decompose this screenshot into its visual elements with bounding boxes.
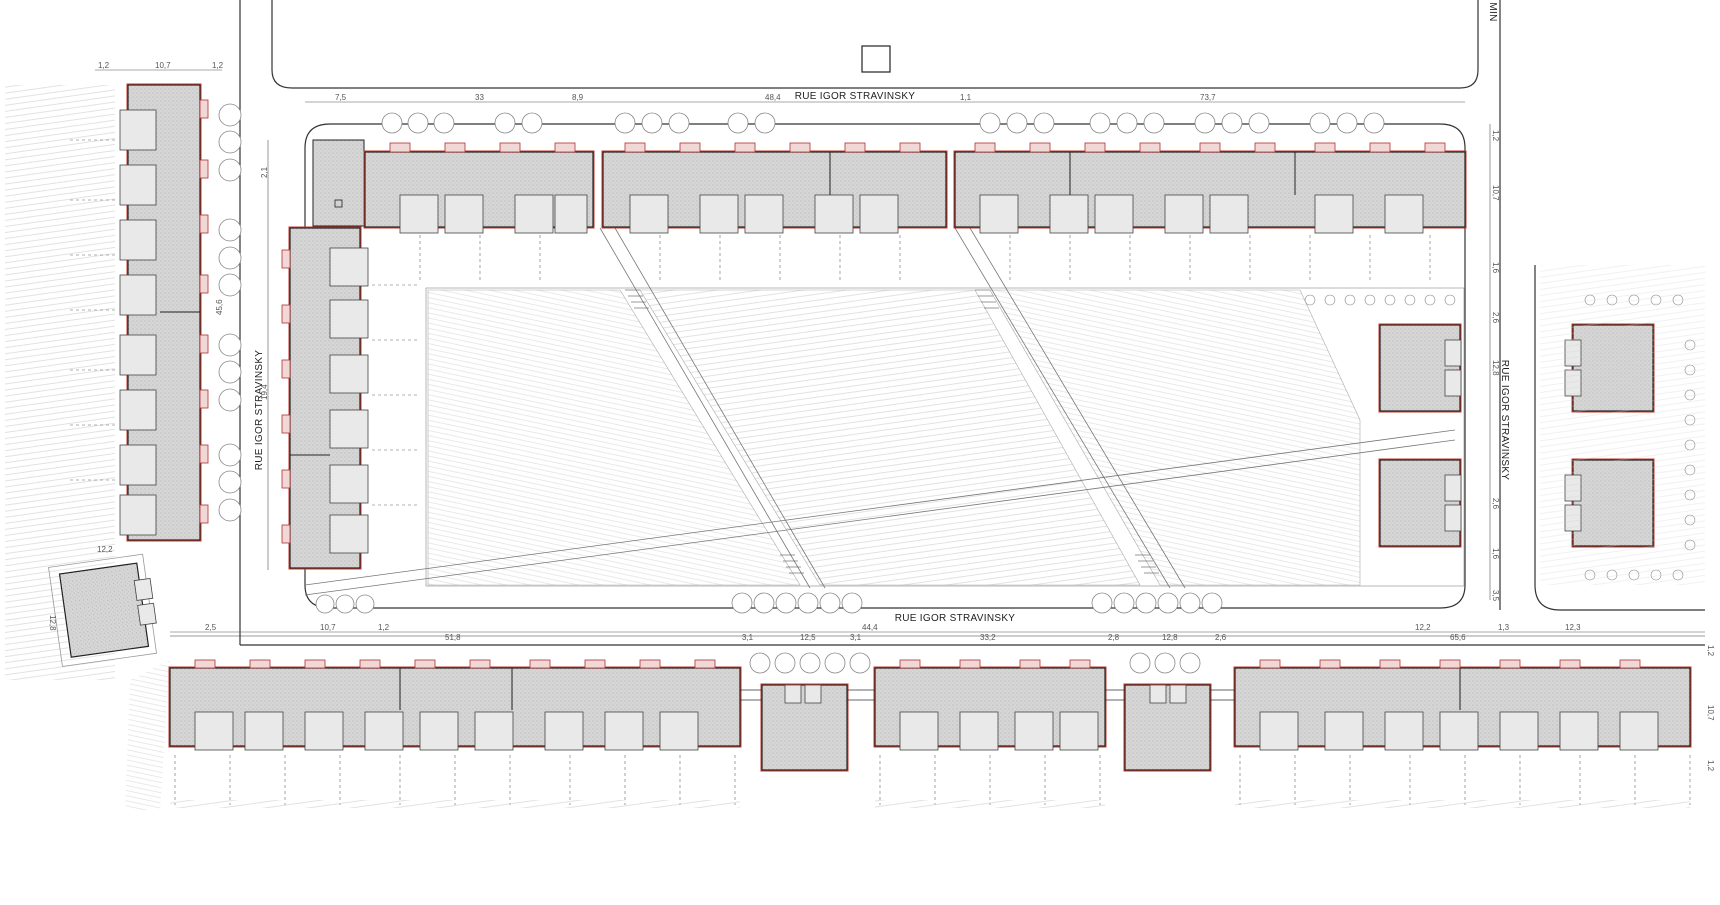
dim-right-side-8: 3,5 xyxy=(1491,590,1500,602)
building-left-inner xyxy=(281,226,420,570)
building-left-outer xyxy=(70,83,242,542)
dim-bottom-right-3: 1,3 xyxy=(1498,623,1510,632)
street-label-right: RUE IGOR STRAVINSKY xyxy=(1499,360,1510,481)
bottom-left-field-hatch xyxy=(125,660,170,810)
dim-bottom-mid-7: 12,8 xyxy=(1162,633,1178,642)
dim-bottom-mid-3: 3,1 xyxy=(850,633,862,642)
dim-bottom-mid-5: 33,2 xyxy=(980,633,996,642)
dim-bottom-right-1: 12,2 xyxy=(1415,623,1431,632)
dim-pavilion-1: 12,2 xyxy=(97,545,113,554)
building-pavilion-rotated xyxy=(48,553,157,667)
utility-square xyxy=(861,45,891,73)
dim-far-right-2: 10,7 xyxy=(1706,705,1715,721)
dim-bottom-left-4: 51,8 xyxy=(445,633,461,642)
dim-bottom-mid-6: 2,8 xyxy=(1108,633,1120,642)
dim-right-side-2: 10,7 xyxy=(1491,185,1500,201)
dim-right-side-5: 12,8 xyxy=(1491,360,1500,376)
street-label-top-right-edge: MIN xyxy=(1487,2,1498,21)
dim-bottom-right-4: 12,3 xyxy=(1565,623,1581,632)
street-label-bottom: RUE IGOR STRAVINSKY xyxy=(895,613,1016,624)
dim-left-block-1: 1,2 xyxy=(98,61,110,70)
dim-bottom-mid-4: 44,4 xyxy=(862,623,878,632)
dim-bottom-mid-2: 12,5 xyxy=(800,633,816,642)
dim-bottom-mid-1: 3,1 xyxy=(742,633,754,642)
dim-top-5: 1,1 xyxy=(960,93,972,102)
dim-top-6: 73,7 xyxy=(1200,93,1216,102)
building-bottom-row xyxy=(168,592,1692,808)
dim-top-4: 48,4 xyxy=(765,93,781,102)
dim-right-side-6: 2,6 xyxy=(1491,498,1500,510)
utility-room xyxy=(312,139,365,227)
dim-right-side-1: 1,2 xyxy=(1491,130,1500,142)
dim-left-side-1: 2,1 xyxy=(260,166,269,178)
dim-far-right-1: 1,2 xyxy=(1706,645,1715,657)
dim-bottom-right-2: 65,6 xyxy=(1450,633,1466,642)
dim-pavilion-2: 12,8 xyxy=(48,615,57,631)
building-right-pavilions xyxy=(1304,265,1705,585)
dim-bottom-left-1: 2,5 xyxy=(205,623,217,632)
dim-right-side-3: 1,6 xyxy=(1491,262,1500,274)
dim-left-block-2: 10,7 xyxy=(155,61,171,70)
dim-top-2: 33 xyxy=(475,93,484,102)
building-top-row xyxy=(312,112,1467,280)
dim-left-block-4: 45,6 xyxy=(215,299,224,315)
dim-far-right-3: 1,2 xyxy=(1706,760,1715,772)
dim-top-1: 7,5 xyxy=(335,93,347,102)
dim-bottom-left-3: 1,2 xyxy=(378,623,390,632)
dim-right-side-4: 2,6 xyxy=(1491,312,1500,324)
dim-left-block-3: 1,2 xyxy=(212,61,224,70)
street-label-left: RUE IGOR STRAVINSKY xyxy=(254,350,265,471)
street-label-top: RUE IGOR STRAVINSKY xyxy=(795,91,916,102)
dim-right-side-7: 1,6 xyxy=(1491,548,1500,560)
central-courtyard xyxy=(304,227,1465,596)
dimension-labels: 7,5 33 8,9 48,4 1,1 73,7 1,2 10,7 1,2 45… xyxy=(48,61,1715,772)
dim-left-side-2: 19,4 xyxy=(260,384,269,400)
dimension-lines xyxy=(95,69,1705,633)
dim-top-3: 8,9 xyxy=(572,93,584,102)
dim-bottom-left-2: 10,7 xyxy=(320,623,336,632)
dim-bottom-mid-8: 2,6 xyxy=(1215,633,1227,642)
